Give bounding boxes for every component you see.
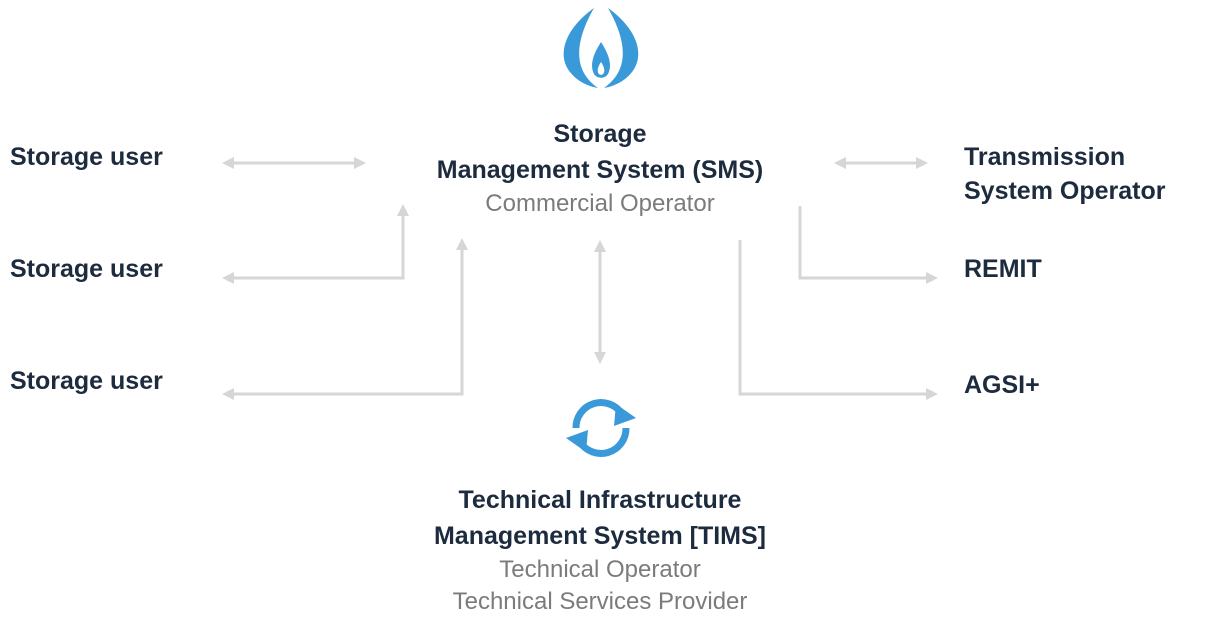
connector-user1-sms: [222, 157, 366, 169]
connector-sms-tims: [594, 240, 606, 364]
tims-subtitle-line2: Technical Services Provider: [452, 588, 748, 615]
tso-label-line1: Transmission: [964, 143, 1126, 171]
connector-sms-tso: [834, 157, 928, 169]
connector-user3-sms: [222, 238, 468, 400]
agsi-label: AGSI+: [964, 371, 1040, 399]
storage-user-label-3: Storage user: [10, 367, 163, 395]
connector-user2-sms: [222, 204, 409, 284]
sms-block: Storage Management System (SMS) Commerci…: [380, 116, 820, 220]
sms-title-line1: Storage: [553, 120, 647, 148]
tims-title-line1: Technical Infrastructure: [458, 486, 742, 514]
flame-drop-icon: [563, 8, 639, 88]
tso-label: Transmission System Operator: [964, 140, 1165, 208]
storage-user-label-1: Storage user: [10, 143, 163, 171]
tso-label-line2: System Operator: [964, 177, 1166, 205]
tims-subtitle-line1: Technical Operator: [499, 556, 701, 583]
sms-subtitle: Commercial Operator: [485, 190, 715, 217]
tims-block: Technical Infrastructure Management Syst…: [350, 482, 850, 618]
sync-arrows-icon: [566, 399, 636, 457]
tims-title-line2: Management System [TIMS]: [433, 522, 766, 550]
connector-sms-agsi: [738, 240, 938, 400]
remit-label: REMIT: [964, 255, 1042, 283]
sms-title-line2: Management System (SMS): [436, 156, 764, 184]
connector-sms-remit: [798, 206, 938, 284]
storage-user-label-2: Storage user: [10, 255, 163, 283]
